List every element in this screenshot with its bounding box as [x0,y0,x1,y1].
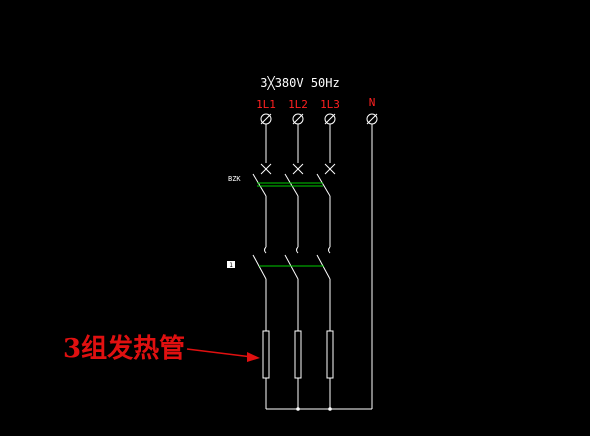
breaker-mechanical-link [257,182,323,187]
phase-wires-bottom [265,378,331,409]
annotation-text: 3组发热管 [63,333,185,364]
annotation-arrow [186,348,260,362]
junction-dots [296,407,332,411]
terminal-label-l3: 1L3 [320,98,340,111]
breaker-blades [252,173,331,197]
phase-wires-lower [265,279,331,331]
terminal-symbol-l1 [260,113,272,125]
contactor-label: 1 [229,262,233,269]
contactor-blades [252,254,331,280]
phase-wires-upper [265,124,331,163]
terminal-label-n: N [369,96,376,109]
supply-label: 3╳380V 50Hz [260,75,339,90]
phase-wires-middle [265,196,331,247]
heater-element-1 [262,330,270,379]
heater-element-2 [294,330,302,379]
heater-elements [262,330,334,379]
terminal-symbol-n [366,113,378,125]
terminal-symbol-l2 [292,113,304,125]
breaker-label: BZK [228,175,241,183]
contactor-contact-marks [264,246,331,254]
breaker-x-marks [260,163,336,175]
terminal-symbol-l3 [324,113,336,125]
contactor-label-box [227,261,235,268]
terminal-label-l1: 1L1 [256,98,276,111]
heater-element-3 [326,330,334,379]
terminal-label-l2: 1L2 [288,98,308,111]
